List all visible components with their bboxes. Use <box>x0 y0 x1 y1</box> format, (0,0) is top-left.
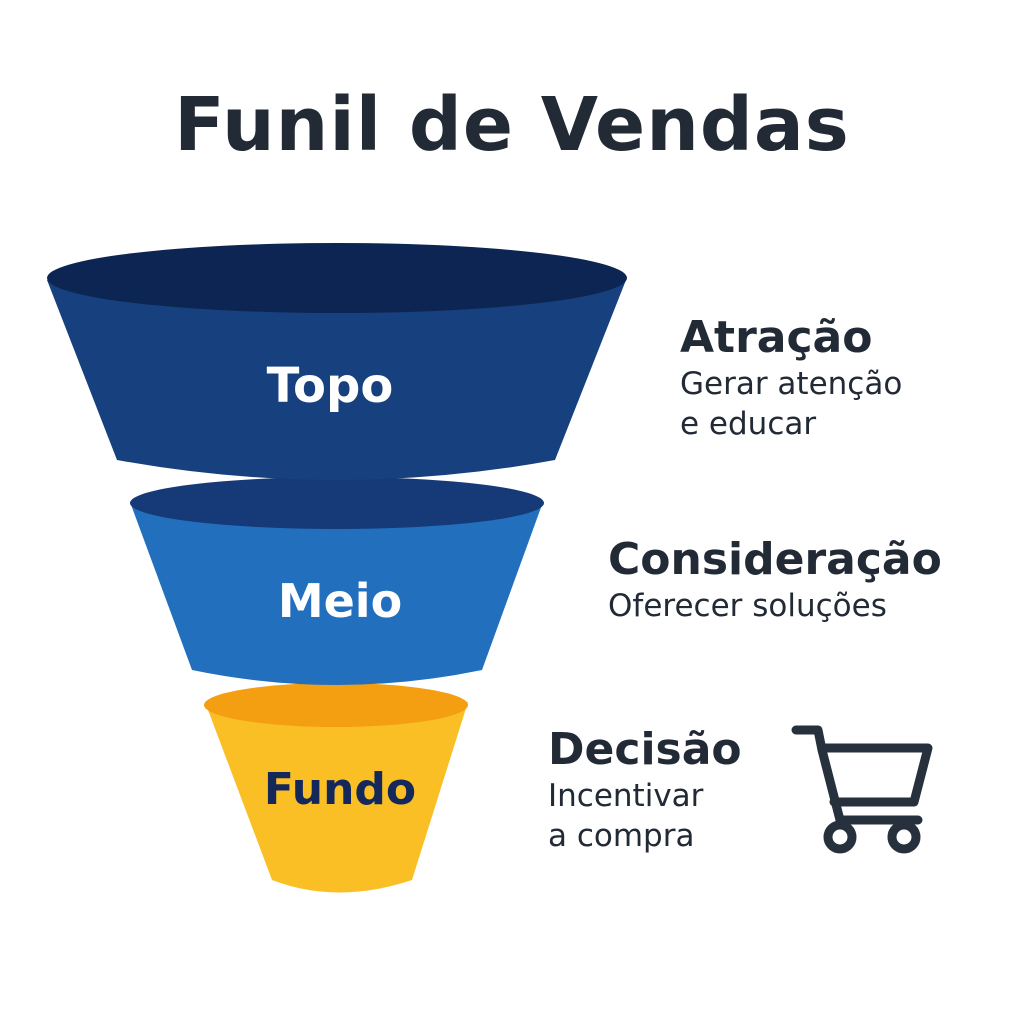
stage-description-consideracao: Consideração Oferecer soluções <box>608 534 942 626</box>
funnel-stage-fundo <box>204 683 468 893</box>
stage-desc-line: Oferecer soluções <box>608 588 887 624</box>
stage-heading: Atração <box>680 312 873 363</box>
shopping-cart-icon <box>791 725 933 854</box>
stage-desc-line: Gerar atenção <box>680 366 903 402</box>
stage-description-decisao: Decisão Incentivar a compra <box>548 724 742 856</box>
funnel-stage-meio <box>130 477 544 685</box>
stage-label-topo: Topo <box>266 358 394 414</box>
funnel-stage-topo <box>47 243 627 480</box>
stage-heading: Decisão <box>548 724 742 775</box>
stage-desc-line: e educar <box>680 406 817 442</box>
stage-desc-line: a compra <box>548 818 695 854</box>
stage-label-fundo: Fundo <box>263 764 417 815</box>
stage-description-atracao: Atração Gerar atenção e educar <box>680 312 902 444</box>
page-title: Funil de Vendas <box>174 82 850 168</box>
stage-desc-line: Incentivar <box>548 778 704 814</box>
stage-label-meio: Meio <box>277 574 403 628</box>
stage-heading: Consideração <box>608 534 942 585</box>
